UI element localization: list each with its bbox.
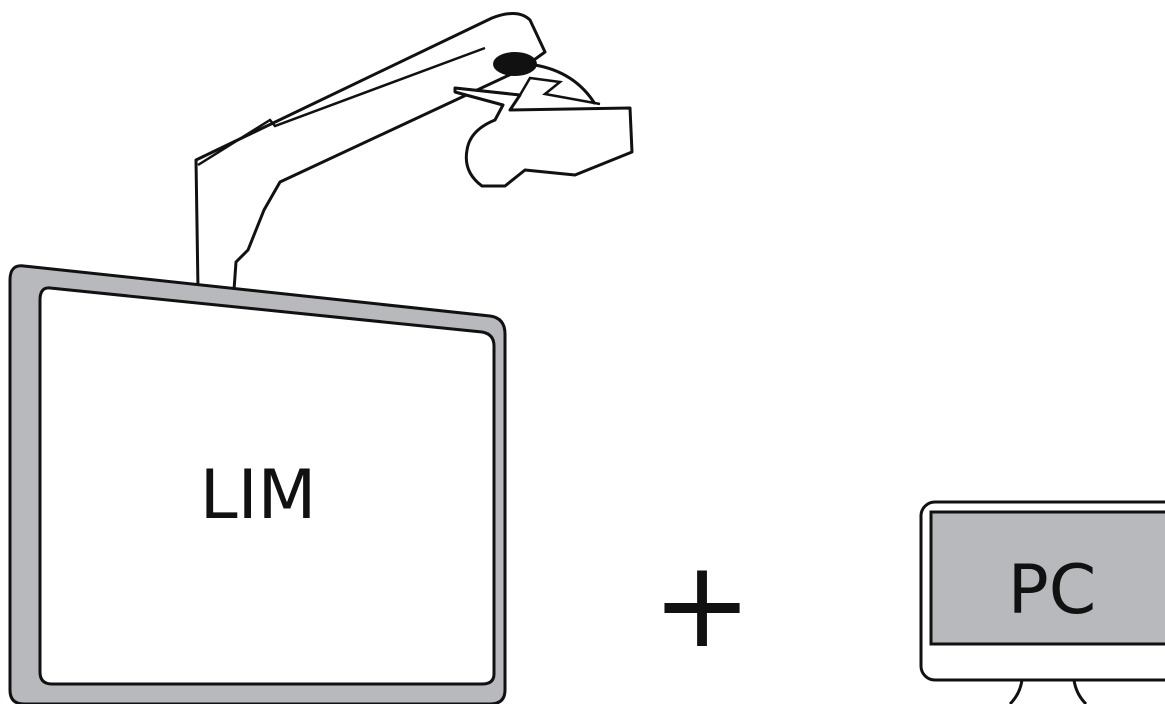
pc-monitor-stand	[1010, 680, 1086, 704]
pc-label: PC	[1008, 551, 1097, 630]
plus-operator: +	[652, 536, 753, 675]
projector-body	[455, 88, 632, 186]
projector-joint-icon	[493, 52, 537, 76]
whiteboard-label: LIM	[200, 456, 317, 535]
